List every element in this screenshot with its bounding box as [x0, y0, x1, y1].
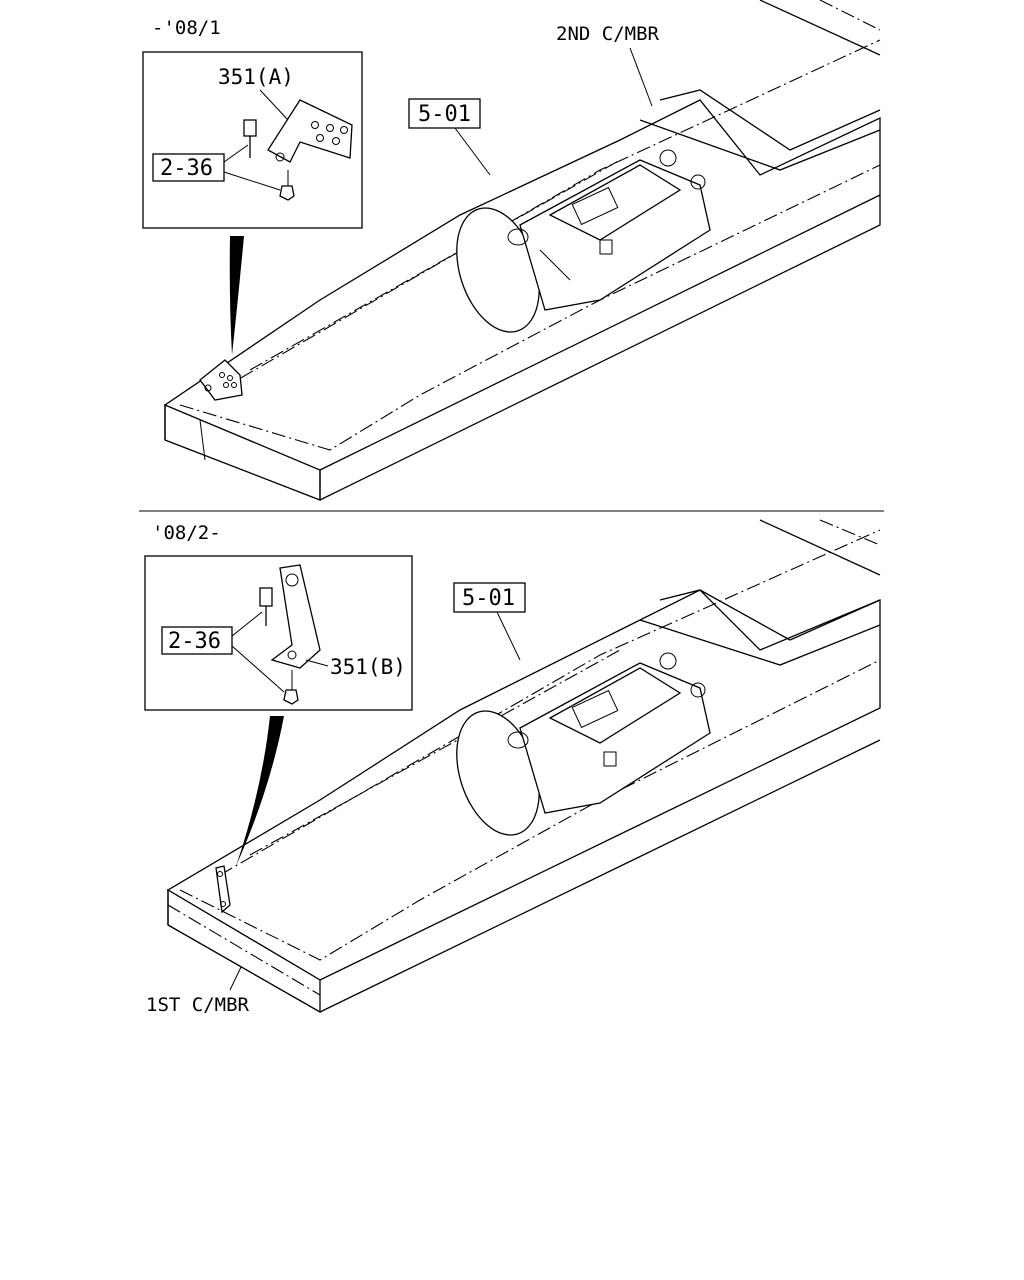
- bottom-section: '08/2- 1ST C/MBR: [144, 519, 881, 1016]
- top-transmission: [456, 149, 711, 333]
- bottom-frame-label: 1ST C/MBR: [146, 994, 250, 1016]
- top-frame-label: 2ND C/MBR: [556, 23, 660, 45]
- bottom-ref-frame-text: 5-01: [462, 586, 515, 611]
- top-inset-part-label: 351(A): [218, 65, 294, 89]
- top-ref-frame: 5-01: [408, 98, 491, 176]
- bottom-bracket-on-rail: [215, 865, 231, 914]
- bottom-ref-frame: 5-01: [453, 582, 526, 661]
- top-pointer-arrow: [229, 236, 244, 355]
- bottom-inset-bolt-icon: [259, 587, 273, 607]
- top-inset-ref-box: [152, 153, 225, 182]
- top-ref-frame-text: 5-01: [418, 102, 471, 127]
- top-inset-bolt-icon: [243, 119, 257, 137]
- bottom-inset-part-label: 351(B): [330, 655, 406, 679]
- bottom-inset-ref-text: 2-36: [168, 629, 221, 654]
- bottom-inset-ref-box: [161, 626, 233, 655]
- bottom-pointer-arrow: [236, 716, 284, 866]
- bottom-inset-nut-icon: [283, 689, 299, 705]
- top-ref-frame-box: [408, 98, 481, 129]
- bottom-inset: 351(B) 2-36: [144, 555, 413, 711]
- top-inset-ref-text: 2-36: [160, 156, 213, 181]
- bottom-inset-bracket: [270, 564, 321, 669]
- top-date-label: -'08/1: [152, 17, 221, 39]
- bottom-frame-leader: [229, 964, 243, 991]
- top-inset: 351(A) 2-36: [142, 51, 363, 229]
- top-section: -'08/1 2ND C/MBR: [142, 0, 881, 501]
- top-inset-nut-icon: [279, 185, 295, 201]
- bottom-transmission: [456, 652, 711, 836]
- top-frame-leader: [629, 47, 653, 107]
- bottom-date-label: '08/2-: [152, 522, 221, 544]
- bottom-ref-frame-box: [453, 582, 526, 613]
- top-bracket-on-rail: [199, 359, 243, 401]
